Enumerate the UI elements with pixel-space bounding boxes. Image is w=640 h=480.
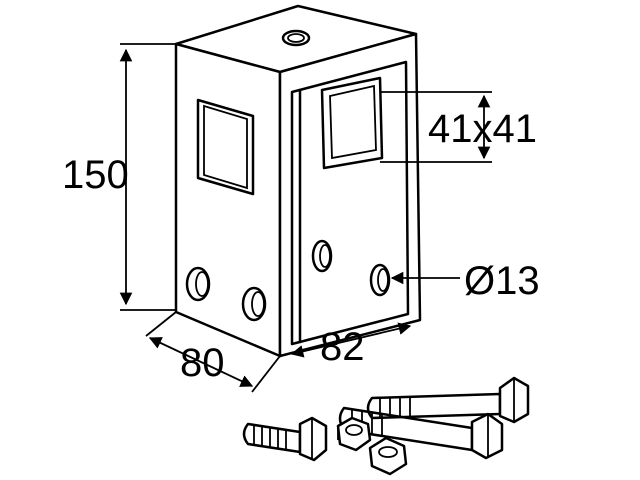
hole-front-left-icon	[185, 266, 211, 302]
hole-front-right-icon	[241, 286, 267, 322]
hole-side-left-icon	[311, 239, 333, 273]
dim-height-label: 150	[62, 153, 129, 197]
dim-hole-label: Ø13	[464, 259, 540, 303]
hole-side-right-icon	[369, 263, 391, 297]
dim-hole: Ø13	[390, 259, 540, 303]
dim-height: 150	[62, 43, 176, 311]
nut-icon	[336, 416, 372, 452]
bracket	[174, 4, 422, 358]
dim-side-width-label: 82	[320, 325, 365, 369]
bracket-inner-face	[290, 60, 410, 346]
square-slot-side	[320, 76, 384, 170]
dim-front-width: 80	[145, 311, 281, 393]
bolt-icon	[366, 376, 530, 424]
square-slot-front	[196, 98, 255, 196]
dim-side-width: 82	[290, 322, 412, 369]
hardware	[242, 376, 530, 476]
dim-front-width-label: 80	[180, 341, 225, 385]
dim-slot: 41x41	[380, 91, 537, 163]
bolt-icon	[338, 406, 504, 460]
dim-slot-label: 41x41	[428, 107, 537, 151]
threaded-hole-icon	[281, 29, 311, 47]
bolt-icon	[242, 416, 328, 462]
nut-icon	[368, 436, 408, 476]
